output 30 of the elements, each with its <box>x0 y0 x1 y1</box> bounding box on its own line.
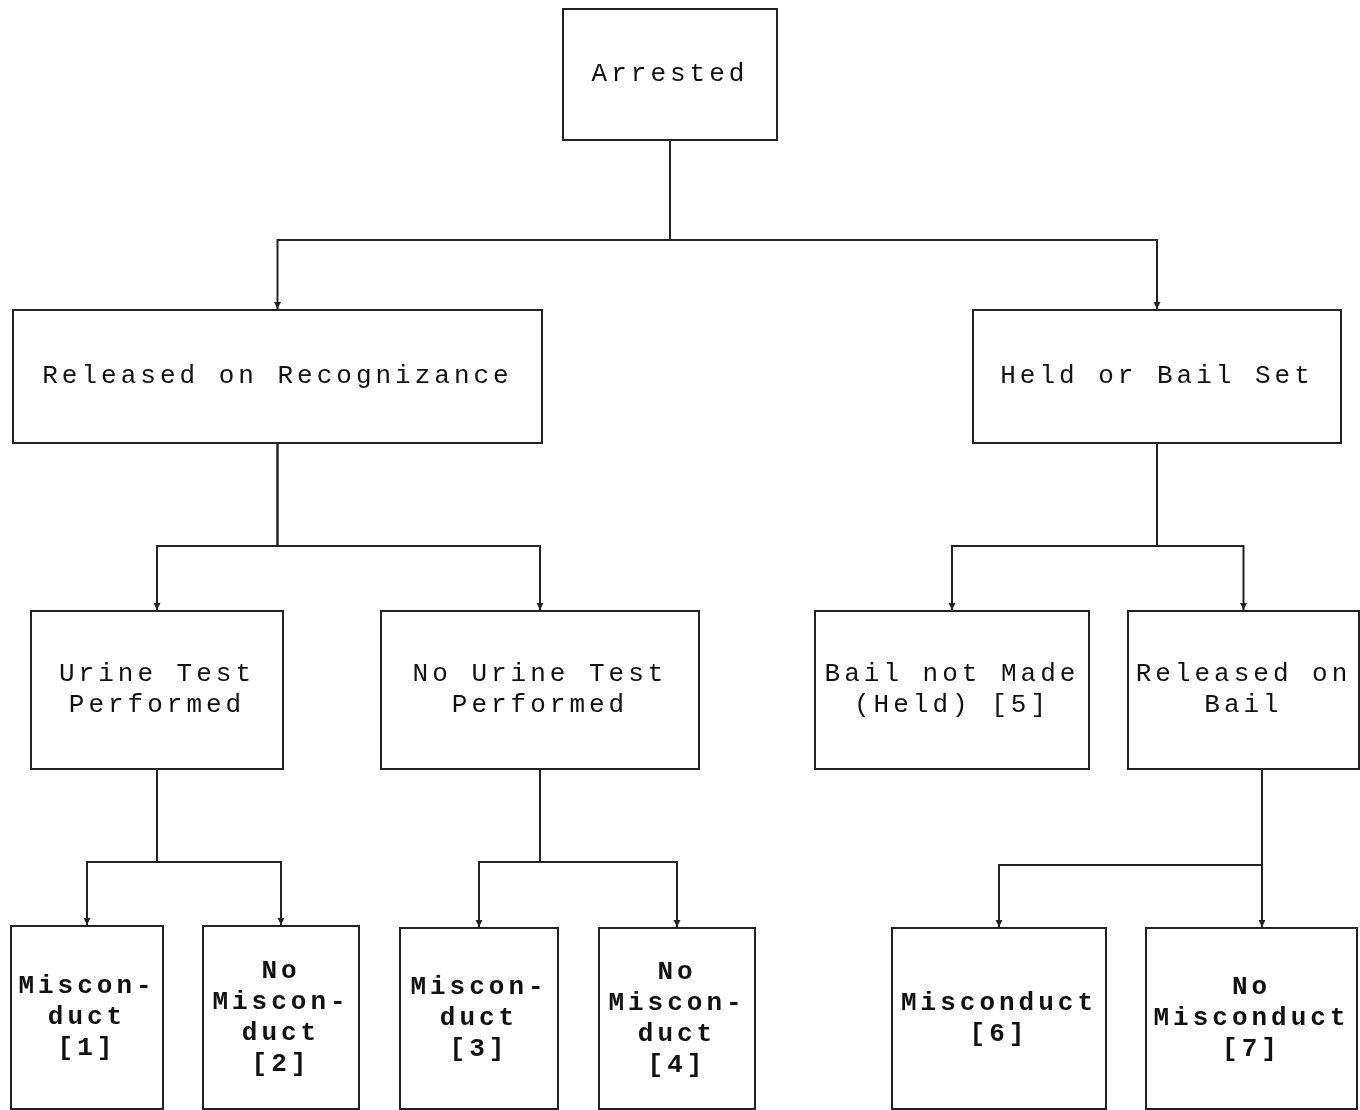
process-box <box>12 309 543 444</box>
process-box <box>562 8 778 141</box>
process-box <box>399 927 559 1110</box>
box-label: No Miscon- duct [4] <box>608 956 746 1081</box>
box-label: Bail not Made (Held) [5] <box>823 659 1081 721</box>
process-box <box>891 927 1107 1110</box>
box-label: Held or Bail Set <box>1000 361 1314 392</box>
box-label: No Miscon- duct [2] <box>212 955 350 1080</box>
process-box <box>10 925 164 1110</box>
process-box <box>380 610 700 770</box>
box-label: Miscon- duct [1] <box>18 971 156 1064</box>
box-label: Released on Bail <box>1134 659 1353 721</box>
process-box <box>1145 927 1358 1110</box>
box-label: Arrested <box>591 59 749 90</box>
connector-arrow <box>1258 769 1266 928</box>
process-box <box>972 309 1342 444</box>
process-box <box>30 610 284 770</box>
process-box <box>814 610 1090 770</box>
connector-arrow <box>1156 443 1247 611</box>
box-label: Released on Recognizance <box>42 361 513 392</box>
box-label: Urine Test Performed <box>58 659 256 721</box>
box-label: No Urine Test Performed <box>411 659 669 721</box>
box-label: Misconduct [6] <box>901 987 1097 1050</box>
process-box <box>1127 610 1360 770</box>
process-box <box>202 925 360 1110</box>
process-box <box>598 927 756 1110</box>
box-label: Miscon- duct [3] <box>410 972 548 1065</box>
box-label: No Misconduct [7] <box>1153 972 1350 1065</box>
connector-arrow <box>156 769 285 926</box>
connector-arrow <box>276 443 544 611</box>
